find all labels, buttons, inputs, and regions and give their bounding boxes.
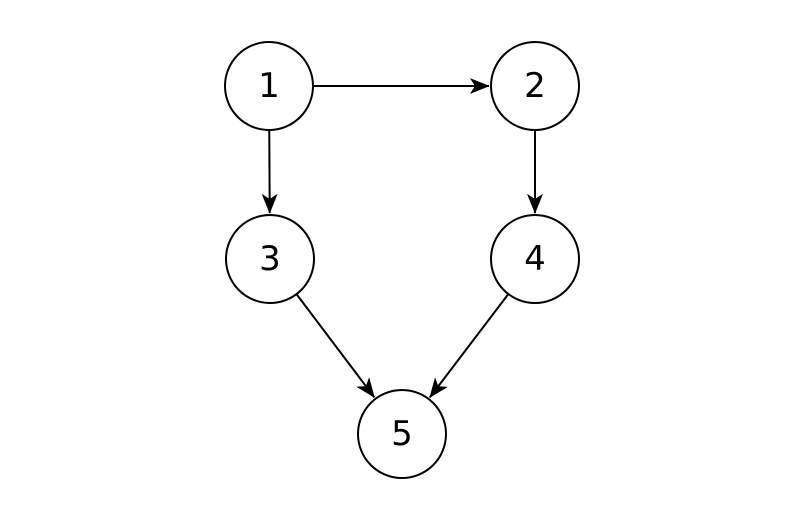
graph-node-1: 1	[224, 41, 314, 131]
node-circle-1	[224, 41, 314, 131]
graph-edge-3-5	[295, 293, 376, 398]
node-label-1: 1	[258, 66, 280, 106]
node-label-4: 4	[524, 239, 546, 279]
node-label-5: 5	[391, 414, 413, 454]
edges-layer	[261, 78, 543, 399]
nodes-layer: 1 2 3 4 5	[224, 41, 580, 479]
node-circle-3	[225, 214, 315, 304]
graph-node-5: 5	[357, 389, 447, 479]
node-label-2: 2	[524, 66, 546, 106]
node-circle-5	[357, 389, 447, 479]
graph-edge-4-5	[429, 293, 510, 399]
node-label-3: 3	[259, 239, 281, 279]
graph-node-3: 3	[225, 214, 315, 304]
node-circle-2	[490, 41, 580, 131]
graph-node-4: 4	[490, 214, 580, 304]
node-circle-4	[490, 214, 580, 304]
graph-node-2: 2	[490, 41, 580, 131]
